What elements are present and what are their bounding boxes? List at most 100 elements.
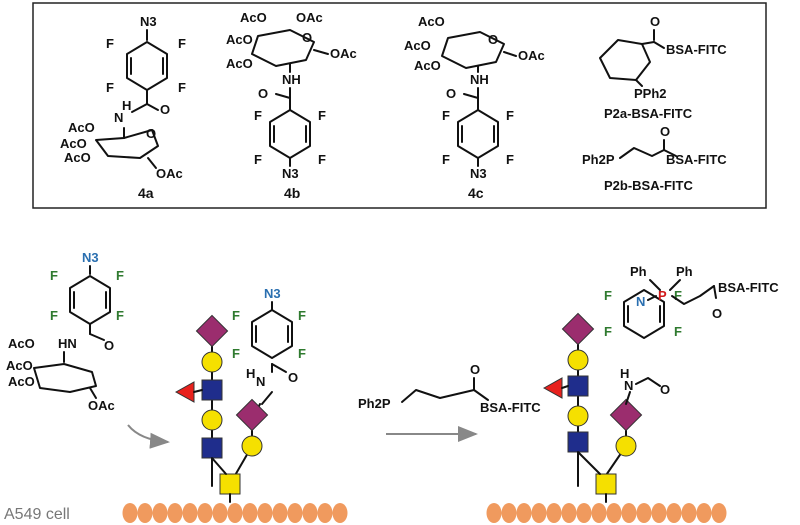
labeled-glycan: H N O F F F F N3: [174, 286, 306, 503]
svg-text:BSA-FITC: BSA-FITC: [480, 400, 541, 415]
svg-text:O: O: [258, 86, 268, 101]
svg-text:AcO: AcO: [64, 150, 91, 165]
svg-text:AcO: AcO: [6, 358, 33, 373]
azido-sugar: N3 F F F F O HN AcO AcO AcO OAc: [6, 250, 124, 413]
svg-text:F: F: [116, 268, 124, 283]
probe-p2a: O BSA-FITC PPh2 P2a-BSA-FITC: [599, 14, 727, 121]
compound-4a: N3 F F F F O N H O AcO AcO AcO OAc 4a: [60, 14, 186, 201]
membrane-bead: [681, 503, 697, 523]
membrane-bead: [591, 503, 607, 523]
membrane-bead: [182, 503, 198, 523]
svg-text:AcO: AcO: [8, 374, 35, 389]
svg-text:F: F: [254, 108, 262, 123]
svg-text:F: F: [318, 108, 326, 123]
membrane-bead: [606, 503, 622, 523]
compound-4c: AcO AcO AcO O OAc NH O F F F F N3 4c: [404, 14, 545, 201]
incorporation-arrow: [127, 424, 170, 449]
svg-text:AcO: AcO: [60, 136, 87, 151]
svg-text:F: F: [298, 346, 306, 361]
svg-text:O: O: [660, 124, 670, 139]
membrane-bead: [666, 503, 682, 523]
product-sialic-acid-2: [609, 398, 643, 432]
svg-text:Ph2P: Ph2P: [358, 396, 391, 411]
svg-text:BSA-FITC: BSA-FITC: [666, 42, 727, 57]
membrane-bead: [287, 503, 303, 523]
membrane-bead: [137, 503, 153, 523]
membrane-bead: [122, 503, 138, 523]
svg-text:BSA-FITC: BSA-FITC: [666, 152, 727, 167]
svg-text:4c: 4c: [468, 185, 484, 201]
cell-membrane-left: [122, 503, 348, 523]
svg-text:N: N: [114, 110, 123, 125]
membrane-bead: [546, 503, 562, 523]
svg-text:N3: N3: [282, 166, 299, 181]
product-glcnac-2: [567, 431, 589, 453]
svg-text:Ph: Ph: [676, 264, 693, 279]
svg-text:H: H: [246, 366, 255, 381]
svg-text:H: H: [122, 98, 131, 113]
svg-text:P2b-BSA-FITC: P2b-BSA-FITC: [604, 178, 693, 193]
sialic-acid-1: [195, 314, 229, 348]
galactose-1: [201, 351, 223, 373]
svg-text:F: F: [318, 152, 326, 167]
svg-text:N: N: [624, 378, 633, 393]
probe-p2b: O Ph2P BSA-FITC P2b-BSA-FITC: [582, 124, 727, 193]
product-glcnac-1: [567, 375, 589, 397]
core-galnac: [219, 473, 241, 495]
membrane-bead: [167, 503, 183, 523]
glcnac-2: [201, 437, 223, 459]
svg-text:F: F: [674, 324, 682, 339]
membrane-bead: [332, 503, 348, 523]
svg-text:O: O: [446, 86, 456, 101]
membrane-bead: [711, 503, 727, 523]
svg-text:O: O: [160, 102, 170, 117]
membrane-bead: [576, 503, 592, 523]
svg-text:PPh2: PPh2: [634, 86, 667, 101]
compound-panel-frame: [32, 2, 767, 209]
cell-membrane-right: [486, 503, 727, 523]
svg-text:F: F: [50, 268, 58, 283]
svg-text:F: F: [442, 108, 450, 123]
svg-text:AcO: AcO: [226, 56, 253, 71]
galactose-3: [241, 435, 263, 457]
svg-text:N3: N3: [470, 166, 487, 181]
svg-text:F: F: [674, 288, 682, 303]
svg-text:F: F: [50, 308, 58, 323]
svg-text:AcO: AcO: [414, 58, 441, 73]
svg-text:OAc: OAc: [156, 166, 183, 181]
membrane-bead: [197, 503, 213, 523]
membrane-bead: [212, 503, 228, 523]
svg-text:F: F: [232, 346, 240, 361]
svg-text:F: F: [254, 152, 262, 167]
svg-text:P: P: [658, 288, 667, 303]
svg-text:AcO: AcO: [226, 32, 253, 47]
membrane-bead: [152, 503, 168, 523]
membrane-bead: [621, 503, 637, 523]
membrane-bead: [317, 503, 333, 523]
svg-text:F: F: [178, 36, 186, 51]
svg-text:O: O: [288, 370, 298, 385]
svg-text:AcO: AcO: [8, 336, 35, 351]
svg-text:F: F: [506, 108, 514, 123]
membrane-bead: [516, 503, 532, 523]
svg-text:NH: NH: [470, 72, 489, 87]
membrane-bead: [257, 503, 273, 523]
svg-text:F: F: [442, 152, 450, 167]
svg-text:F: F: [298, 308, 306, 323]
membrane-bead: [531, 503, 547, 523]
product-galactose-2: [567, 405, 589, 427]
sialic-acid-2: [235, 398, 269, 432]
product-galactose-1: [567, 349, 589, 371]
svg-text:F: F: [116, 308, 124, 323]
membrane-bead: [561, 503, 577, 523]
svg-text:F: F: [178, 80, 186, 95]
svg-text:F: F: [106, 36, 114, 51]
svg-text:N: N: [636, 294, 645, 309]
membrane-bead: [302, 503, 318, 523]
membrane-bead: [696, 503, 712, 523]
svg-text:F: F: [604, 324, 612, 339]
svg-text:P2a-BSA-FITC: P2a-BSA-FITC: [604, 106, 693, 121]
svg-text:OAc: OAc: [296, 10, 323, 25]
compound-4b: AcO OAc AcO O OAc AcO NH O F F F F N3 4b: [226, 10, 357, 201]
